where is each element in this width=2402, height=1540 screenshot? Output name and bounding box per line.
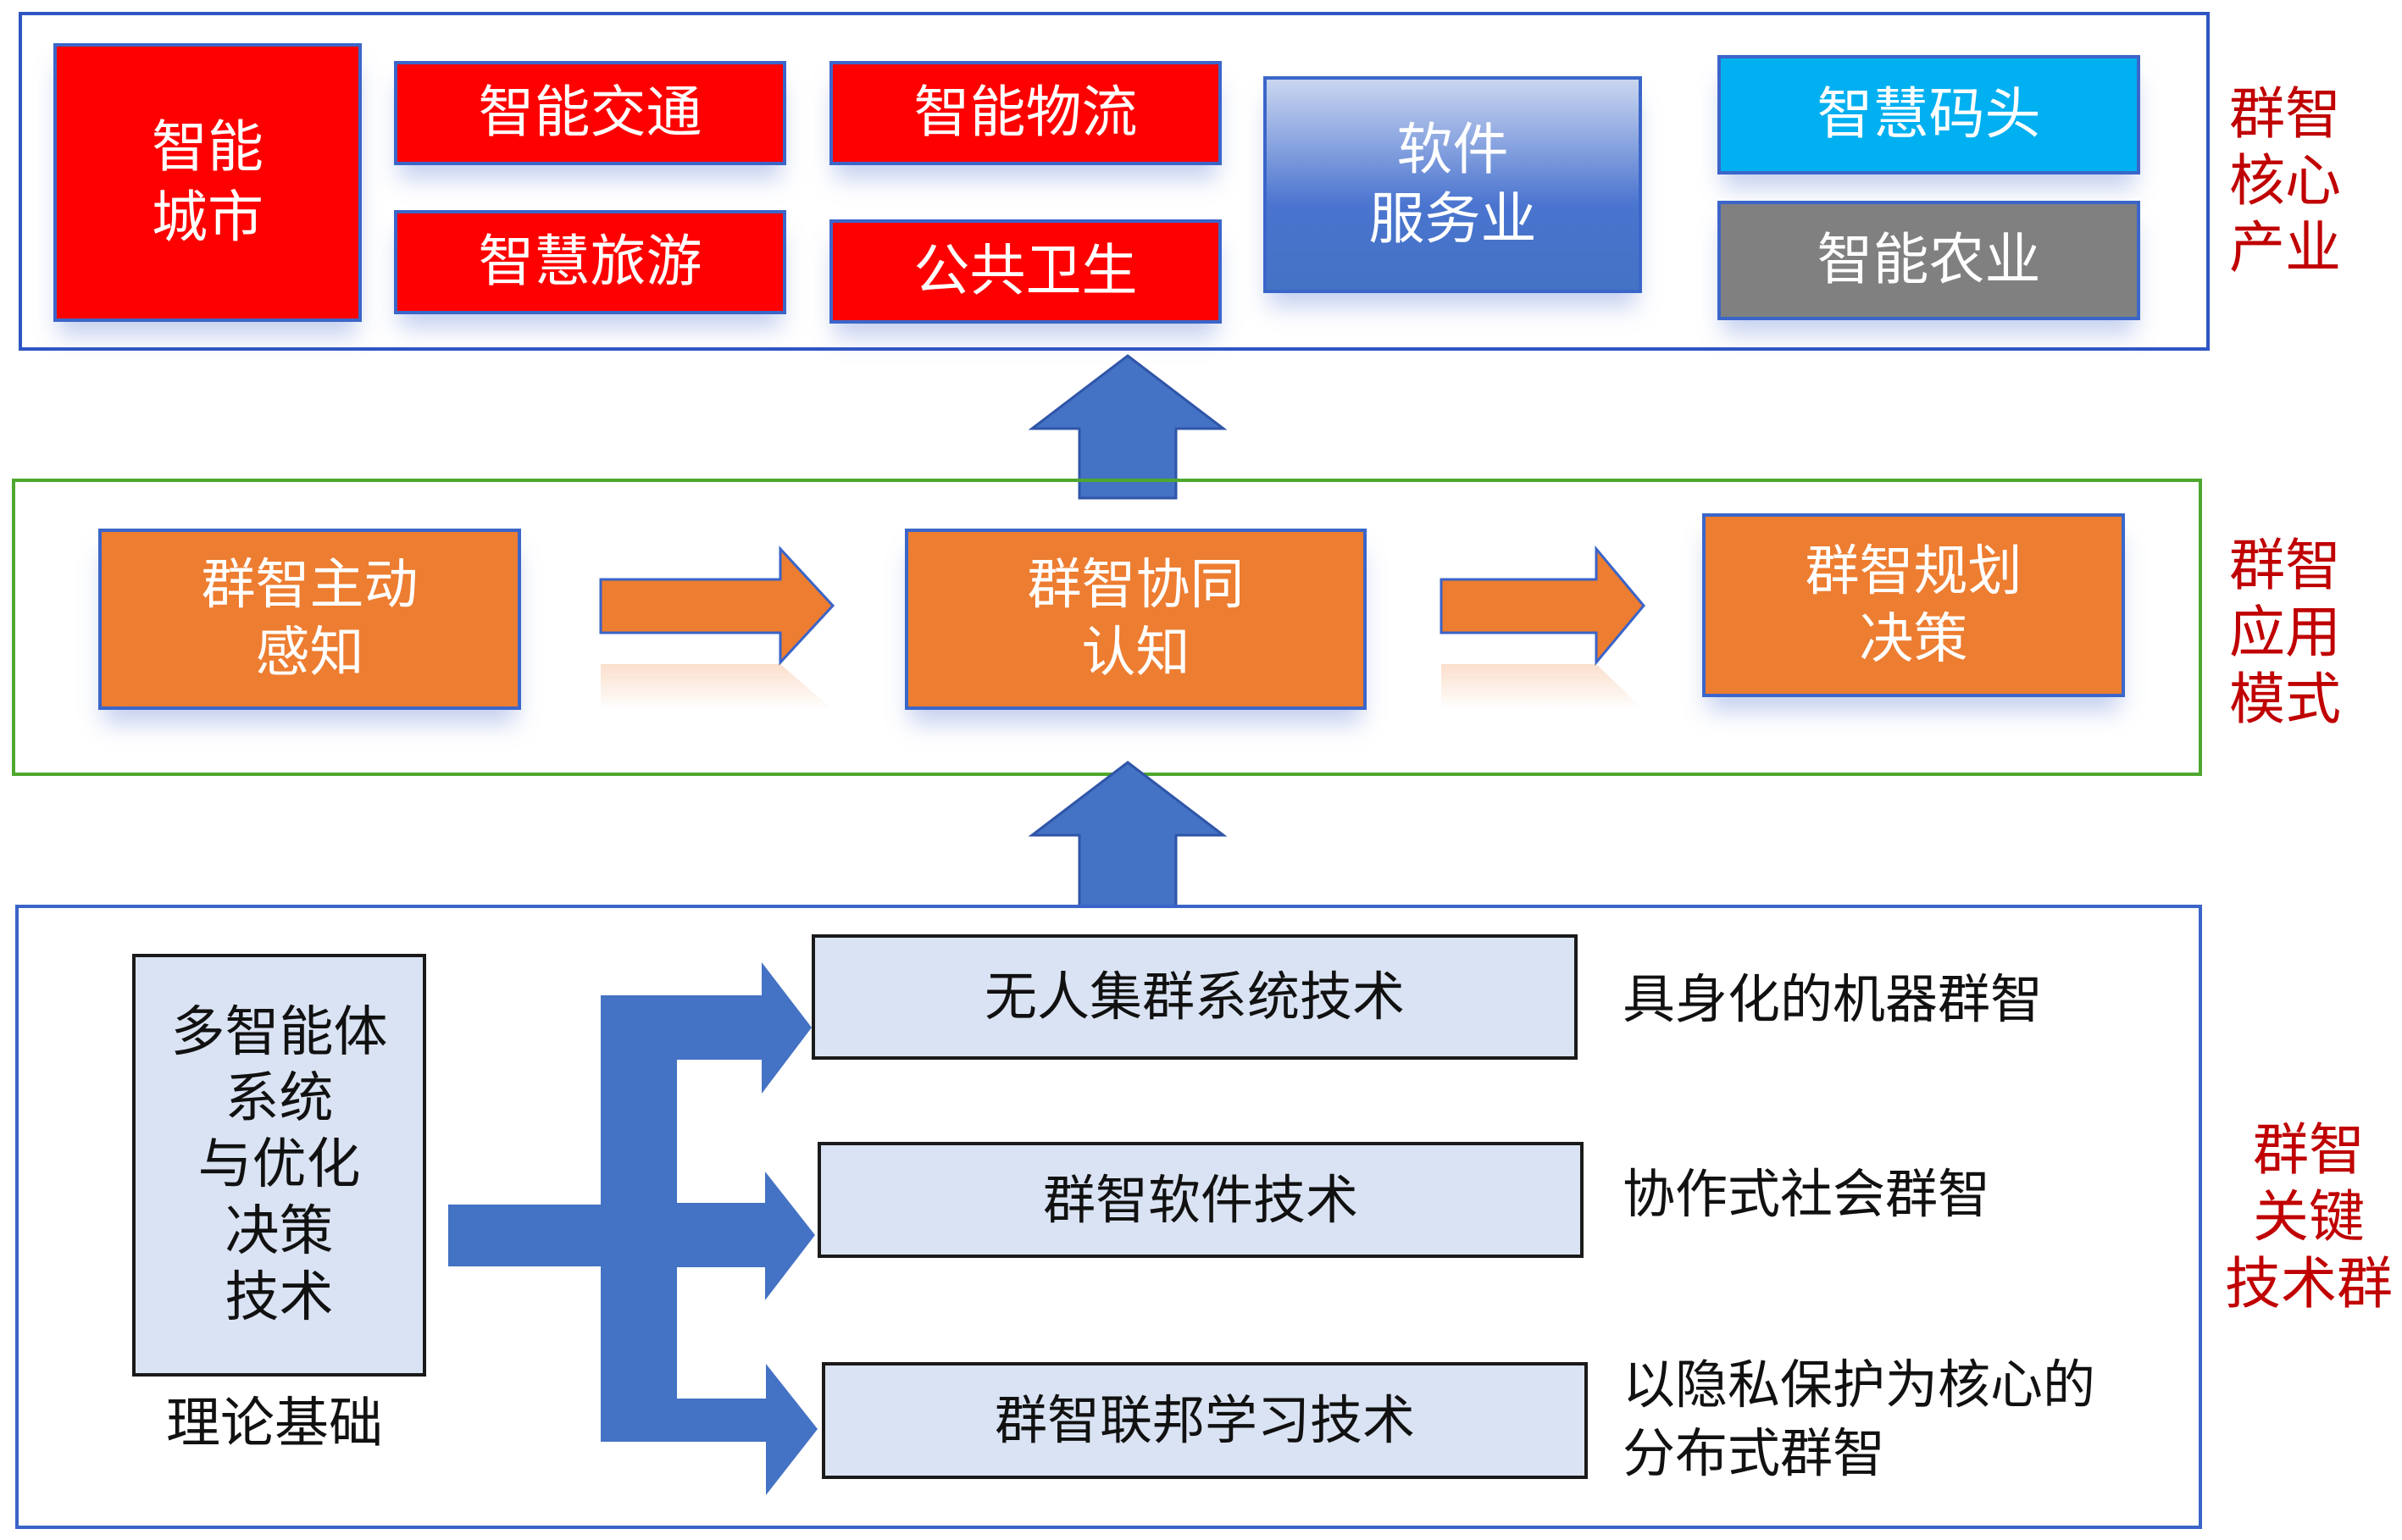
- foundation-label: 多智能体 系统 与优化 决策 技术: [170, 1001, 388, 1329]
- core-industries-frame: [19, 12, 2210, 351]
- tile-label: 智能农业: [1817, 227, 2041, 293]
- side-label-core-industries: 群智 核心 产业: [2229, 81, 2341, 281]
- tile-smart-agriculture: 智能农业: [1717, 201, 2140, 320]
- tile-smart-tourism: 智慧旅游: [394, 210, 786, 314]
- side-label-key-technologies: 群智 关键 技术群: [2225, 1117, 2393, 1317]
- tech-label: 群智联邦学习技术: [994, 1389, 1415, 1452]
- tile-label: 公共卫生: [913, 238, 1138, 304]
- tile-label: 智能物流: [913, 80, 1138, 146]
- tech-description: 协作式社会群智: [1623, 1163, 1991, 1225]
- foundation-caption: 理论基础: [166, 1393, 383, 1455]
- tech-description: 具身化的机器群智: [1623, 968, 2044, 1030]
- step-active-sensing: 群智主动 感知: [98, 529, 521, 710]
- foundation-box: 多智能体 系统 与优化 决策 技术: [132, 954, 426, 1377]
- tech-federated-learning: 群智联邦学习技术: [822, 1362, 1588, 1479]
- application-modes-frame: [12, 479, 2202, 776]
- step-planning-decision: 群智规划 决策: [1702, 513, 2125, 697]
- step-collaborative-cognition: 群智协同 认知: [905, 529, 1367, 710]
- tile-label: 智能交通: [478, 80, 702, 146]
- tech-label: 无人集群系统技术: [984, 966, 1405, 1028]
- tech-description: 以隐私保护为核心的 分布式群智: [1623, 1354, 2096, 1484]
- up-arrow-icon: [1028, 761, 1228, 908]
- up-arrow-icon: [1028, 354, 1228, 500]
- tile-public-health: 公共卫生: [829, 219, 1222, 324]
- tile-label: 软件 服务业: [1368, 116, 1537, 252]
- tile-label: 智慧旅游: [478, 229, 702, 295]
- step-label: 群智协同 认知: [1027, 554, 1245, 684]
- tile-software-services: 软件 服务业: [1263, 76, 1642, 293]
- tech-swarm-software: 群智软件技术: [818, 1142, 1584, 1258]
- right-arrow-icon: [1440, 545, 1645, 710]
- tile-smart-transport: 智能交通: [394, 61, 786, 165]
- step-label: 群智规划 决策: [1805, 540, 2022, 671]
- branch-arrows-icon: [448, 962, 818, 1495]
- tile-smart-logistics: 智能物流: [829, 61, 1222, 165]
- tile-smart-city: 智能 城市: [53, 43, 362, 322]
- key-technologies-frame: [15, 905, 2202, 1529]
- tile-smart-port: 智慧码头: [1717, 55, 2140, 174]
- step-label: 群智主动 感知: [201, 554, 419, 684]
- tile-label: 智慧码头: [1817, 81, 2041, 147]
- tech-label: 群智软件技术: [1042, 1168, 1358, 1231]
- tech-unmanned-swarm: 无人集群系统技术: [812, 934, 1578, 1060]
- side-label-application-modes: 群智 应用 模式: [2229, 533, 2341, 733]
- right-arrow-icon: [599, 546, 835, 710]
- tile-label: 智能 城市: [152, 114, 263, 250]
